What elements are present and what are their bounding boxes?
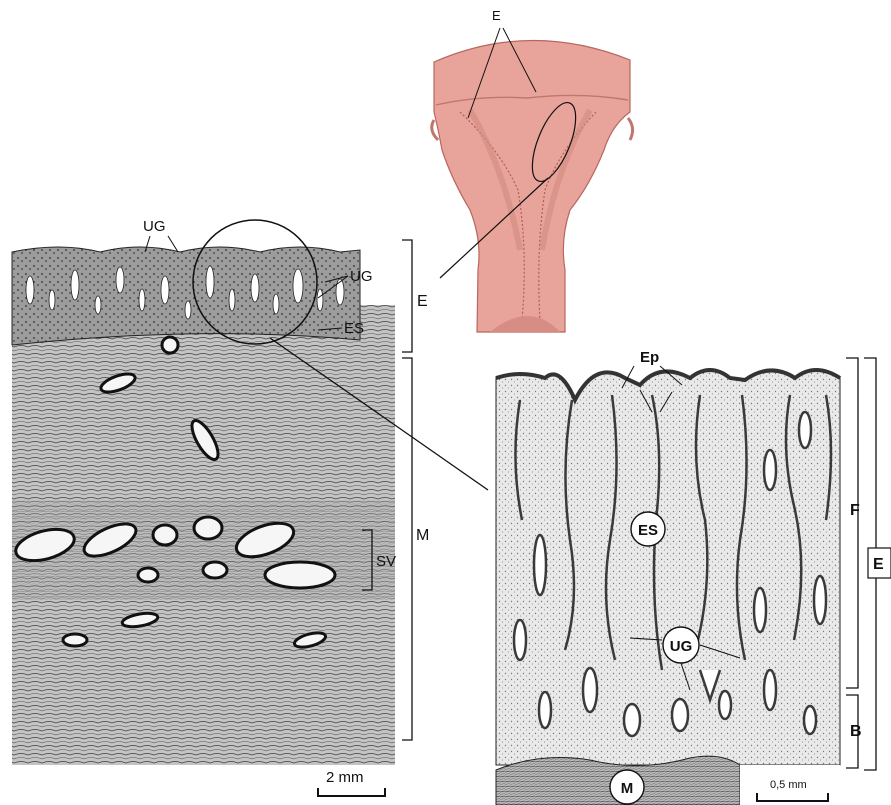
label-ug-magnified: UG	[670, 638, 693, 655]
uterus-illustration: E	[432, 8, 633, 332]
label-ep: Ep	[640, 349, 659, 366]
label-ug-right: UG	[350, 268, 373, 285]
endometrium-layer	[12, 247, 360, 345]
label-e-left: E	[417, 293, 428, 310]
label-es-left: ES	[344, 320, 364, 337]
label-es-right: ES	[638, 522, 658, 539]
label-f: F	[850, 502, 860, 519]
right-histology-section: ES UG M Ep F E B 0,5 mm	[496, 349, 891, 805]
scale-label-right: 0,5 mm	[770, 779, 807, 791]
scale-bar-left	[318, 788, 385, 796]
scale-label-left: 2 mm	[326, 769, 364, 786]
label-ug-top: UG	[143, 218, 166, 235]
label-e-uterus: E	[492, 8, 501, 23]
label-m-left: M	[416, 527, 429, 544]
label-sv: SV	[376, 553, 396, 570]
label-m-right: M	[621, 780, 634, 797]
label-e-right: E	[873, 556, 884, 573]
label-b: B	[850, 723, 862, 740]
left-histology-section: UG UG ES E M SV 2 mm	[12, 218, 488, 796]
